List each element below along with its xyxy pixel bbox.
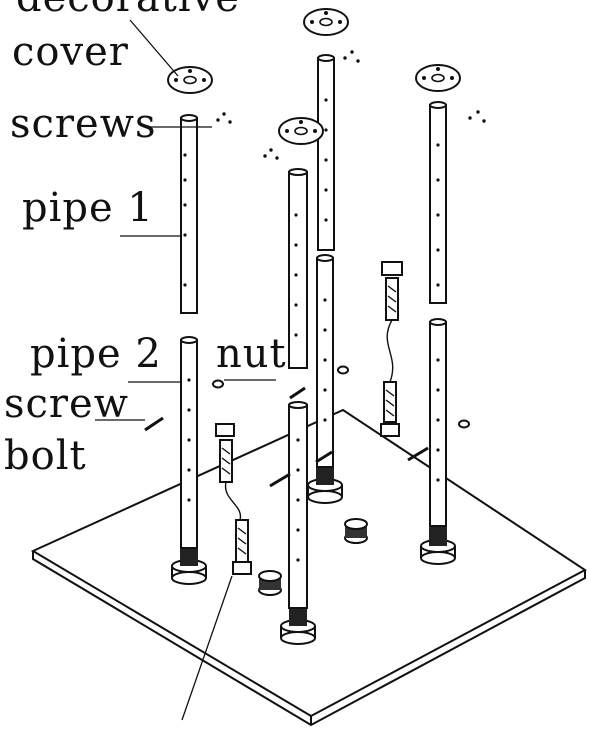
- pipe-base-right: [420, 526, 456, 565]
- label-bolt: bolt: [4, 433, 87, 479]
- pipe-2-right: [429, 318, 447, 527]
- pipe-1-middle: [288, 168, 308, 369]
- label-cover: cover: [12, 29, 129, 75]
- label-decorative: decorative: [16, 0, 240, 18]
- pipe-1-right: [429, 101, 447, 304]
- label-screws: screws: [10, 101, 157, 147]
- screws-small: [216, 50, 486, 160]
- label-pipe-2: pipe 2: [30, 331, 162, 377]
- decorative-cover-3: [415, 64, 461, 92]
- pipe-base-front-left: [171, 548, 207, 585]
- drain-fitting-front: [258, 570, 282, 596]
- hose-left: [215, 423, 252, 575]
- pipe-base-front: [280, 608, 316, 645]
- pipe-2-front-left: [180, 336, 198, 549]
- base-plate: [30, 408, 587, 727]
- pipe-1-back: [317, 54, 335, 251]
- pipe-1-left: [180, 114, 198, 314]
- decorative-cover-2: [303, 8, 349, 36]
- label-pipe-1: pipe 1: [22, 185, 154, 231]
- hose-right: [380, 261, 403, 437]
- drain-fitting-center: [344, 518, 368, 544]
- pipe-2-back: [316, 254, 334, 468]
- label-nut: nut: [216, 331, 287, 377]
- label-screw: screw: [4, 381, 129, 427]
- decorative-cover-4: [278, 117, 324, 145]
- nuts: [212, 365, 470, 429]
- leader-lines: [95, 19, 276, 721]
- decorative-cover-1: [167, 66, 213, 94]
- pipe-2-front: [288, 401, 308, 609]
- screw-bolts: [144, 386, 429, 488]
